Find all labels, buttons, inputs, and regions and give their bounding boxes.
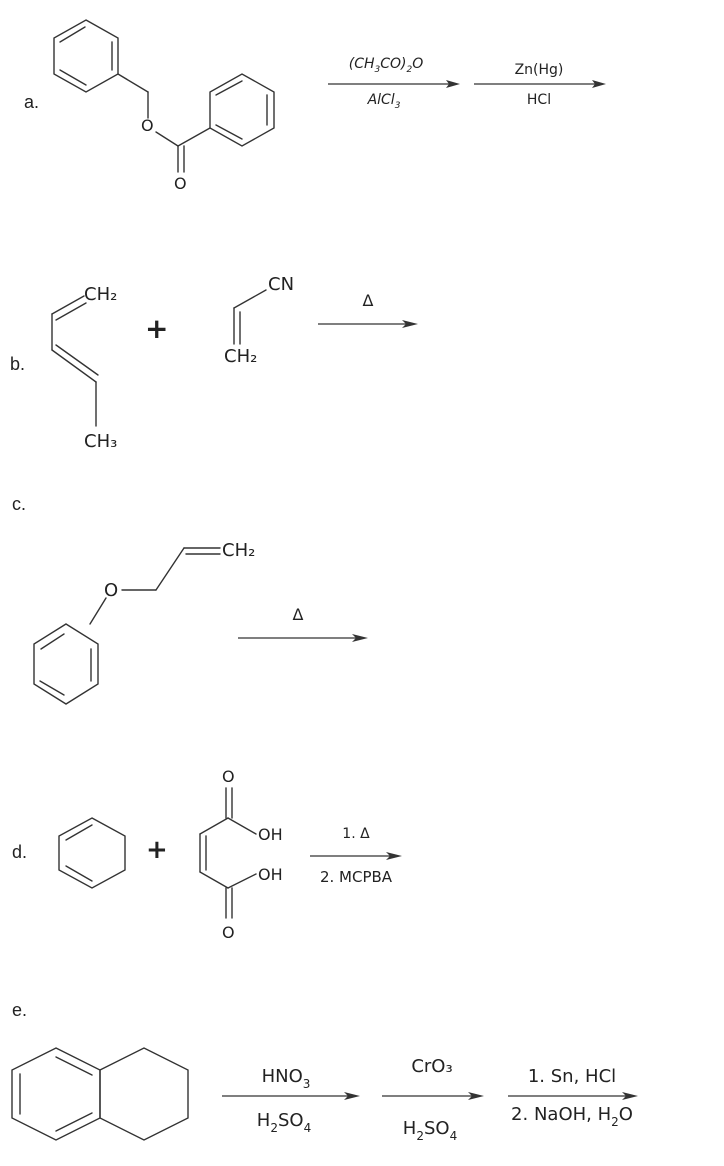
reagent-e3-top: 1. Sn, HCl [528,1066,616,1087]
ch3-label: CH₃ [84,431,117,452]
reaction-step-e1: HNO3 H2SO4 [222,1066,360,1135]
reagent-e3-bottom: 2. NaOH, H2O [511,1104,633,1129]
allyl-phenyl-ether-structure: CH₂ O [33,540,255,705]
reagent-a2-top: Zn(Hg) [515,62,564,78]
plus-sign-d: + [146,835,168,865]
reaction-step-b1: Δ [318,291,418,328]
problem-label-e: e. [12,1000,27,1020]
benzene-ring-2 [209,73,275,147]
ch2-acrylonitrile-label: CH₂ [224,346,257,367]
benzene-ring-c [33,623,99,705]
plus-sign-b: + [145,312,168,345]
cyclohexadiene-structure [58,817,126,889]
pentadiene-structure: CH₂ CH₃ [51,284,117,452]
reagent-e2-top: CrO₃ [411,1056,452,1077]
maleic-acid-structure: O OH OH O [199,767,283,942]
carbonyl-o-bottom-label: O [222,923,235,942]
reaction-step-a1: (CH3CO)2O AlCl3 [328,56,460,111]
benzene-ring-1 [53,19,119,93]
reaction-step-a2: Zn(Hg) HCl [474,62,606,108]
reagent-e2-bottom: H2SO4 [403,1118,457,1143]
tetralin-structure [11,1047,189,1141]
ch2-terminal-label: CH₂ [84,284,117,305]
reaction-step-c1: Δ [238,605,368,642]
aromatic-ring-e [11,1047,101,1141]
reaction-step-e2: CrO₃ H2SO4 [382,1056,484,1143]
reaction-step-e3: 1. Sn, HCl 2. NaOH, H2O [508,1066,638,1129]
problem-label-c: c. [12,494,26,514]
problem-label-d: d. [12,842,27,862]
ester-oxygen-label: O [141,116,154,135]
reagent-e1-top: HNO3 [262,1066,311,1091]
reagent-d1-bottom: 2. MCPBA [320,868,393,886]
reagent-b1-top: Δ [363,291,374,310]
acrylonitrile-structure: CN CH₂ [224,274,294,367]
cn-label: CN [268,274,294,295]
saturated-ring-e [99,1047,189,1141]
ch2-allyl-label: CH₂ [222,540,255,561]
oh-top-label: OH [258,825,283,844]
carbonyl-oxygen-label: O [174,174,187,193]
problem-label-a: a. [24,92,39,112]
reagent-a1-bottom: AlCl3 [367,92,401,111]
reagent-e1-bottom: H2SO4 [257,1110,311,1135]
oh-bottom-label: OH [258,865,283,884]
reaction-step-d1: 1. Δ 2. MCPBA [310,826,402,886]
problem-label-b: b. [10,354,25,374]
cyclohexadiene-ring [58,817,126,889]
reagent-d1-top: 1. Δ [342,826,370,842]
reagent-c1-top: Δ [293,605,304,624]
benzyl-benzoate-structure: O O [53,19,275,193]
ether-oxygen-label: O [104,580,118,601]
reagent-a1-top: (CH3CO)2O [349,56,424,75]
reagent-a2-bottom: HCl [527,92,551,108]
carbonyl-o-top-label: O [222,767,235,786]
